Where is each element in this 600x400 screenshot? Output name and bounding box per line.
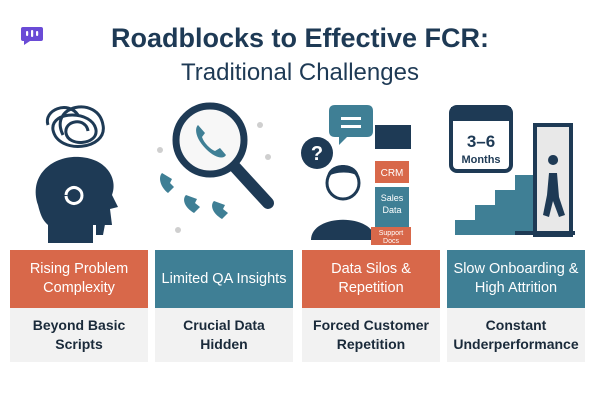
chat-logo-icon bbox=[21, 27, 43, 45]
svg-text:Docs: Docs bbox=[383, 238, 399, 245]
card-heading: Data Silos & Repetition bbox=[302, 250, 440, 308]
question-mark: ? bbox=[311, 143, 323, 165]
card-detail: Crucial Data Hidden bbox=[155, 308, 293, 362]
svg-text:CRM: CRM bbox=[381, 168, 404, 179]
svg-text:Sales: Sales bbox=[381, 193, 404, 203]
magnifier-phone-icon bbox=[157, 102, 274, 233]
page-title: Roadblocks to Effective FCR: bbox=[110, 23, 490, 53]
card-data-silos: Data Silos & Repetition Forced Customer … bbox=[302, 250, 440, 362]
card-heading: Rising Problem Complexity bbox=[10, 250, 148, 308]
card-heading: Slow Onboarding & High Attrition bbox=[447, 250, 585, 308]
page-subtitle: Traditional Challenges bbox=[181, 59, 419, 86]
months-range: 3–6 bbox=[467, 132, 495, 151]
confused-head-icon bbox=[35, 105, 118, 243]
card-heading: Limited QA Insights bbox=[155, 250, 293, 308]
card-detail: Forced Customer Repetition bbox=[302, 308, 440, 362]
svg-text:Data: Data bbox=[382, 205, 401, 215]
card-problem-complexity: Rising Problem Complexity Beyond Basic S… bbox=[10, 250, 148, 362]
card-detail: Constant Underperformance bbox=[447, 308, 585, 362]
data-silos-person-icon: ? CRM Sales Data Support Docs bbox=[301, 105, 411, 245]
card-qa-insights: Limited QA Insights Crucial Data Hidden bbox=[155, 250, 293, 362]
svg-text:Support: Support bbox=[379, 230, 404, 237]
card-detail: Beyond Basic Scripts bbox=[10, 308, 148, 362]
card-slow-onboarding: Slow Onboarding & High Attrition Constan… bbox=[447, 250, 585, 362]
months-label: Months bbox=[461, 154, 500, 166]
onboarding-stairs-icon: 3–6 Months bbox=[449, 105, 575, 237]
